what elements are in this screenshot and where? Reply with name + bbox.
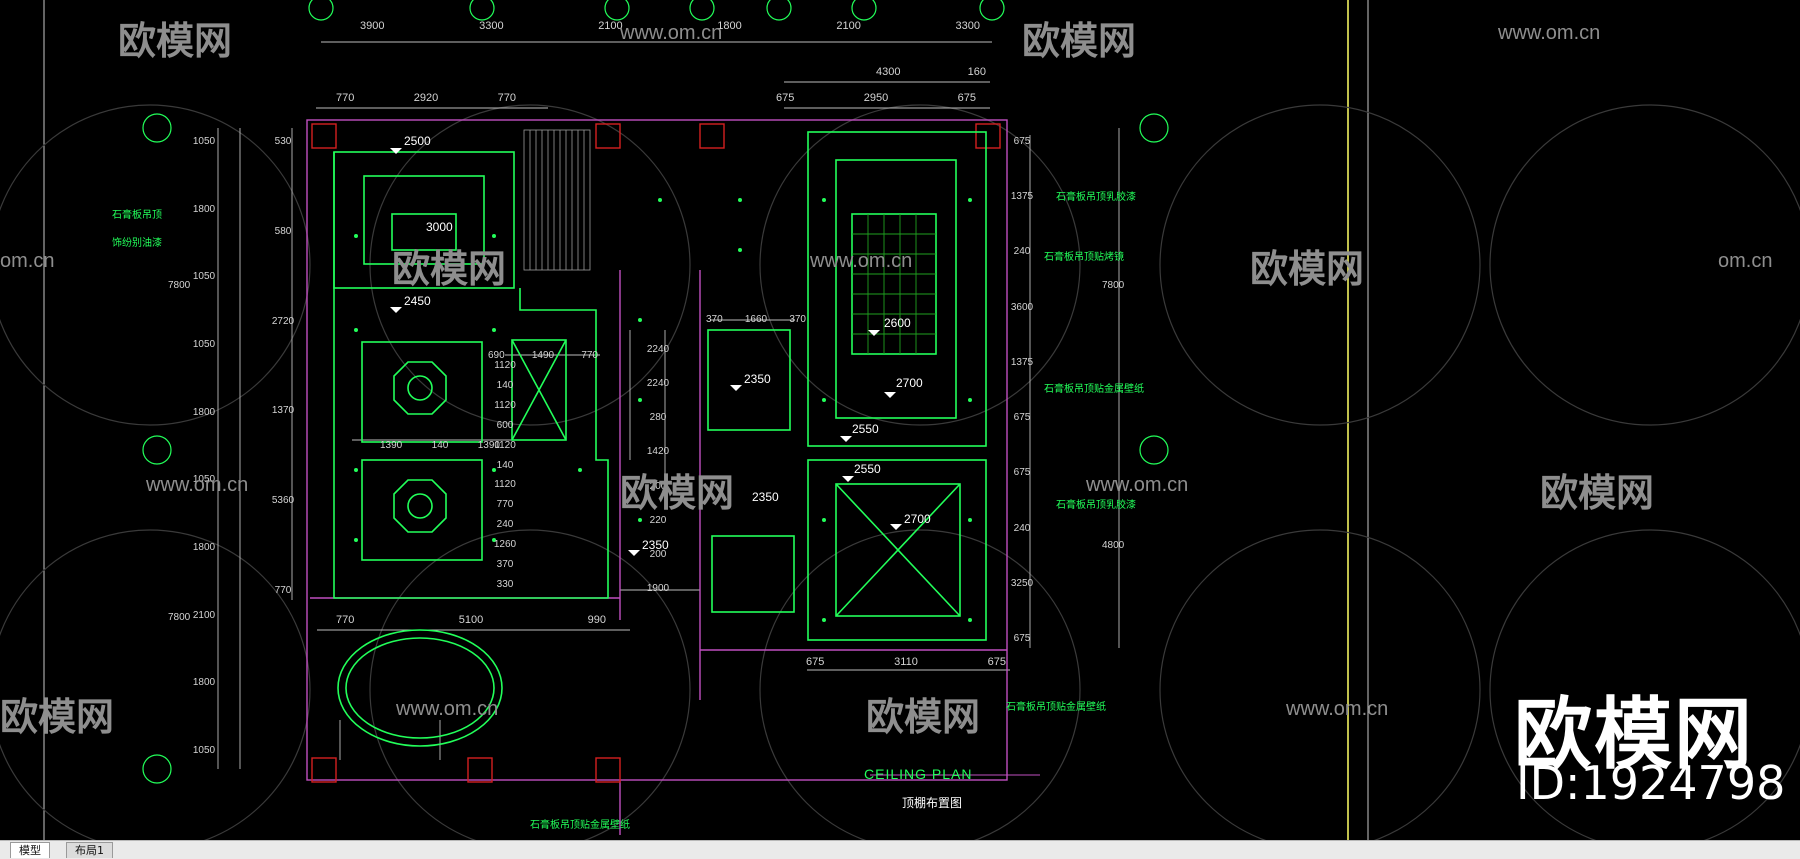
tab-layout1[interactable]: 布局1	[66, 842, 113, 858]
layout-tab-bar: 模型 布局1	[0, 840, 1800, 859]
watermark-id: ID:1924798	[1516, 756, 1786, 810]
height-markers	[390, 148, 902, 556]
walls	[306, 119, 1008, 835]
ceiling-outlines	[333, 131, 987, 747]
mirror-grid	[852, 214, 936, 354]
model-space-canvas[interactable]	[0, 0, 1800, 840]
stair-treads	[523, 129, 591, 271]
columns	[311, 123, 1001, 783]
tab-model[interactable]: 模型	[10, 842, 50, 858]
ceiling-lights	[354, 198, 972, 622]
watermark-circles	[0, 104, 1800, 840]
axis-bubbles	[142, 0, 1169, 784]
watermark-logo-large: 欧模网	[1514, 690, 1755, 780]
dimension-lines	[217, 41, 1120, 776]
